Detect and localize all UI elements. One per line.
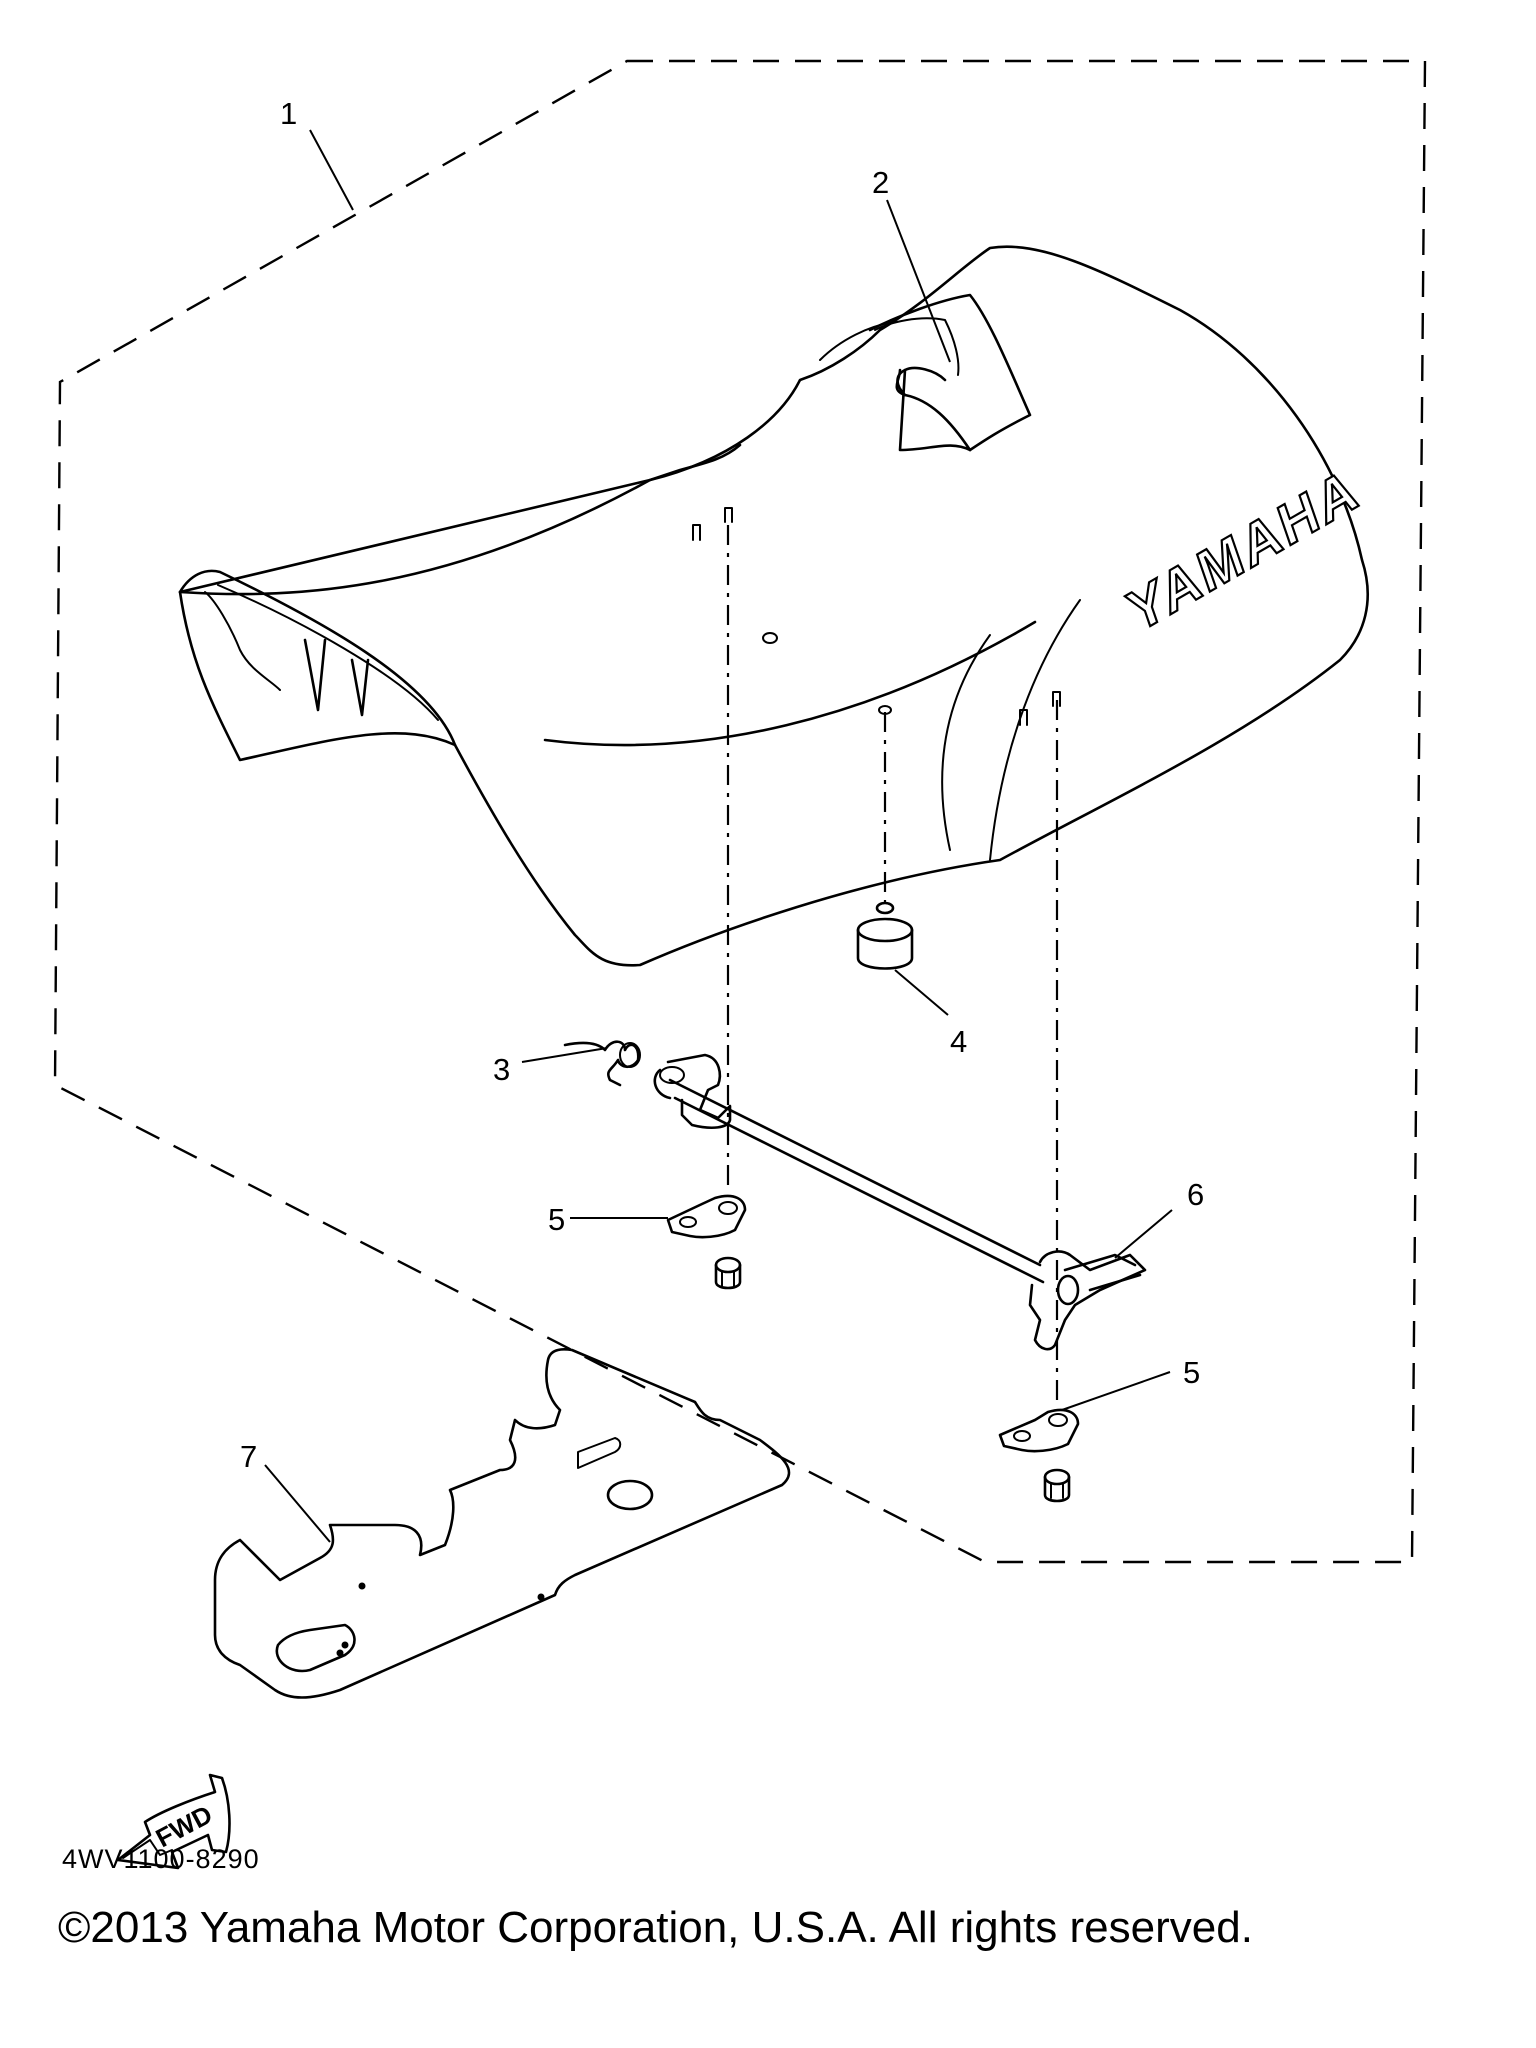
callout-1: 1 [280,96,297,131]
copyright-notice: ©2013 Yamaha Motor Corporation, U.S.A. A… [58,1903,1253,1952]
callout-6: 6 [1187,1177,1204,1212]
callout-2: 2 [872,165,889,200]
seat-lock-rod [653,1053,1147,1351]
callout-3: 3 [493,1052,510,1087]
callout-5-right: 5 [1183,1355,1200,1390]
seat [178,245,1369,967]
callout-4: 4 [950,1024,967,1059]
nut-right [1043,1468,1071,1503]
bracket-left [666,1194,747,1239]
bracket-right [998,1408,1080,1453]
nut-left [714,1256,742,1290]
diagram-code: 4WV1100-8290 [62,1844,260,1874]
guide-lines [726,525,1059,1400]
rubber-damper [856,901,914,970]
seat-strap [868,293,1032,452]
assembly-boundary [53,59,1427,1564]
callout-7: 7 [240,1439,257,1474]
seat-plate [213,1348,791,1699]
leader-lines [264,129,1173,1543]
callout-5-left: 5 [548,1202,565,1237]
brand-logo: YAMAHA [1115,458,1371,642]
